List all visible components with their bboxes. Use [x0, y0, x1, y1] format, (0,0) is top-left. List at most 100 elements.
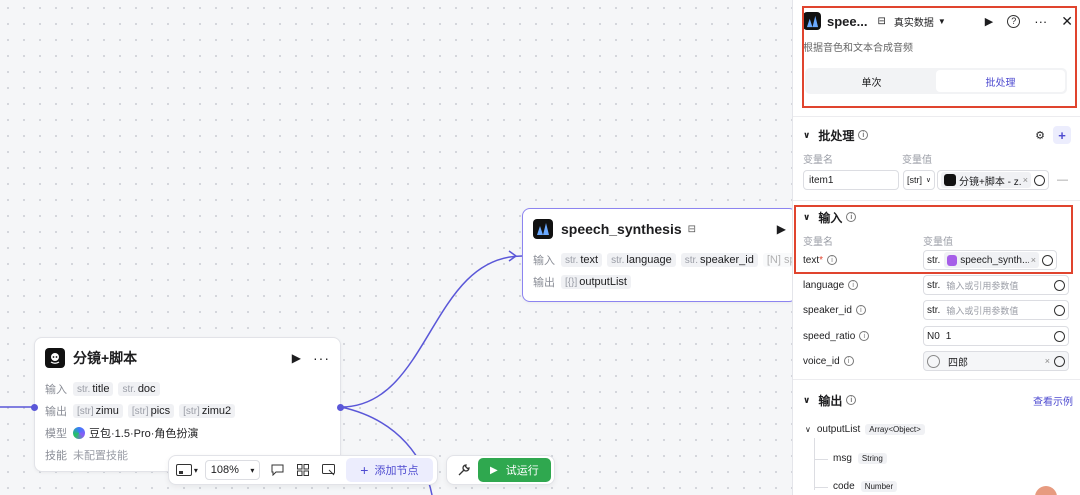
text-ref-field[interactable]: str. speech_synth... - × [923, 250, 1057, 270]
batch-ref-field[interactable]: 分镜+脚本 - z... × [937, 170, 1049, 190]
zoom-select[interactable]: 108%▾ [204, 460, 261, 480]
info-icon: i [843, 356, 854, 366]
batch-var-name-input[interactable]: item1 [803, 170, 899, 190]
fit-view-icon[interactable] [316, 458, 342, 482]
ref-chip: 分镜+脚本 - z... × [941, 172, 1031, 188]
variable-picker-icon[interactable] [1034, 174, 1045, 186]
col-var-value: 变量值 [902, 155, 932, 166]
play-icon[interactable]: ▶ [776, 222, 786, 236]
canvas-toolbar: ▾ 108%▾ + 添加节点 [168, 455, 438, 485]
batch-section-title[interactable]: ∨ 批处理 i ⚙ + [803, 123, 1071, 147]
speaker-id-input[interactable]: str. 输入或引用参数值 [923, 300, 1069, 320]
node-speech-header[interactable]: speech_synthesis ⊟ ▶ [523, 209, 796, 249]
variable-picker-icon[interactable] [1054, 304, 1065, 316]
output-tag: [str]zimu [73, 404, 123, 418]
speed-ratio-input[interactable]: N0 1 [923, 326, 1069, 346]
input-tag: str.language [607, 253, 676, 267]
input-tag: str.text [561, 253, 603, 267]
edge-storyboard-to-speech [340, 255, 523, 408]
input-row-speaker-id: speaker_id i str. 输入或引用参数值 [803, 300, 1080, 320]
panel-header: spee... ⊟ 真实数据 ▼ ▶ ? ··· ✕ [803, 10, 1073, 32]
input-tag: str.title [73, 382, 114, 396]
node-output-row: 输出 [str]zimu [str]pics [str]zimu2 [35, 400, 340, 422]
variable-picker-icon[interactable] [1054, 279, 1065, 291]
input-row-text: text* i str. speech_synth... - × [803, 250, 1080, 270]
input-tag-faded: [N] sp [762, 253, 796, 267]
doubao-model-icon [73, 427, 85, 439]
play-icon: ▶ [490, 464, 498, 476]
output-port[interactable] [337, 404, 344, 411]
close-icon[interactable]: ✕ [1061, 12, 1073, 29]
input-port[interactable] [31, 404, 38, 411]
node-storyboard-header[interactable]: 分镜+脚本 ▶ ··· [35, 338, 340, 378]
layout-grid-icon[interactable] [290, 458, 316, 482]
edge-arrow [508, 250, 518, 262]
batch-row: item1 [str]∨ 分镜+脚本 - z... × — [803, 170, 1079, 190]
panel-description: 根据音色和文本合成音频 [803, 43, 913, 54]
info-icon: i [858, 130, 869, 140]
info-icon: i [846, 212, 857, 222]
info-icon: i [846, 395, 857, 405]
remove-row-icon[interactable]: — [1057, 174, 1068, 186]
data-mode-select[interactable]: 真实数据 ▼ [893, 16, 946, 29]
tab-single[interactable]: 单次 [861, 77, 882, 89]
variable-picker-icon[interactable] [1042, 254, 1053, 266]
input-tag: str.speaker_id [680, 253, 758, 267]
comment-icon[interactable] [264, 458, 290, 482]
input-row-language: language i str. 输入或引用参数值 [803, 275, 1080, 295]
gear-icon[interactable]: ⚙ [1035, 129, 1045, 142]
plugin-icon: ⊟ [687, 223, 697, 235]
input-row-speed-ratio: speed_ratio i N0 1 [803, 326, 1080, 346]
col-var-name: 变量名 [803, 155, 833, 166]
play-icon[interactable]: ▶ [984, 15, 994, 28]
ref-chip: speech_synth... - × [944, 252, 1039, 268]
remove-icon[interactable]: × [1044, 356, 1050, 366]
batch-type-select[interactable]: [str]∨ [903, 170, 935, 190]
node-input-row: 输入 str.title str.doc [35, 378, 340, 400]
add-batch-button[interactable]: + [1053, 126, 1071, 144]
language-input[interactable]: str. 输入或引用参数值 [923, 275, 1069, 295]
output-tag: [str]pics [127, 404, 175, 418]
info-icon: i [859, 331, 870, 341]
mode-tabs: 单次 批处理 [805, 68, 1067, 94]
node-title: speech_synthesis [561, 221, 682, 237]
node-speech-synthesis[interactable]: speech_synthesis ⊟ ▶ 输入 str.text str.lan… [522, 208, 797, 302]
output-section-title[interactable]: ∨ 输出 i 查看示例 [803, 393, 1073, 408]
waveform-icon [533, 219, 553, 239]
chevron-down-icon: ∨ [803, 211, 811, 222]
plugin-icon: ⊟ [877, 15, 886, 27]
help-icon[interactable]: ? [1007, 14, 1021, 28]
canvas-edge-dots [1064, 250, 1074, 290]
tab-batch[interactable]: 批处理 [936, 70, 1065, 92]
remove-icon[interactable]: × [1030, 255, 1036, 265]
chevron-down-icon: ∨ [803, 129, 811, 140]
output-tree-item: msg String [833, 453, 892, 464]
node-skill-row: 技能 未配置技能 [35, 444, 340, 466]
variable-picker-icon[interactable] [1054, 330, 1065, 342]
variable-picker-icon[interactable] [1054, 355, 1065, 367]
input-section-title[interactable]: ∨ 输入 i [803, 205, 857, 229]
run-toolbar: ▶ 试运行 [446, 455, 555, 485]
skill-value: 未配置技能 [73, 450, 128, 462]
test-run-button[interactable]: ▶ 试运行 [477, 458, 551, 482]
waveform-icon [803, 12, 821, 30]
wrench-icon[interactable] [450, 458, 478, 482]
play-icon[interactable]: ▶ [291, 351, 301, 365]
model-name: 豆包·1.5·Pro·角色扮演 [89, 428, 199, 440]
add-node-button[interactable]: + 添加节点 [345, 458, 433, 482]
panel-title[interactable]: spee... [827, 13, 868, 29]
plus-icon: + [360, 462, 369, 478]
voice-id-select[interactable]: 四郎 × [923, 351, 1069, 371]
node-output-row: 输出 [{}]outputList [523, 271, 796, 293]
more-icon[interactable]: ··· [1034, 13, 1048, 29]
minimap-icon[interactable]: ▾ [173, 458, 201, 482]
avatar[interactable] [1035, 486, 1057, 495]
info-icon: i [827, 255, 838, 265]
more-icon[interactable]: ··· [313, 350, 330, 366]
node-storyboard[interactable]: 分镜+脚本 ▶ ··· 输入 str.title str.doc 输出 [str… [31, 337, 344, 472]
robot-icon [944, 174, 956, 186]
view-example-link[interactable]: 查看示例 [1033, 396, 1073, 408]
remove-icon[interactable]: × [1022, 175, 1028, 185]
node-title: 分镜+脚本 [73, 350, 138, 366]
robot-icon [45, 348, 65, 368]
